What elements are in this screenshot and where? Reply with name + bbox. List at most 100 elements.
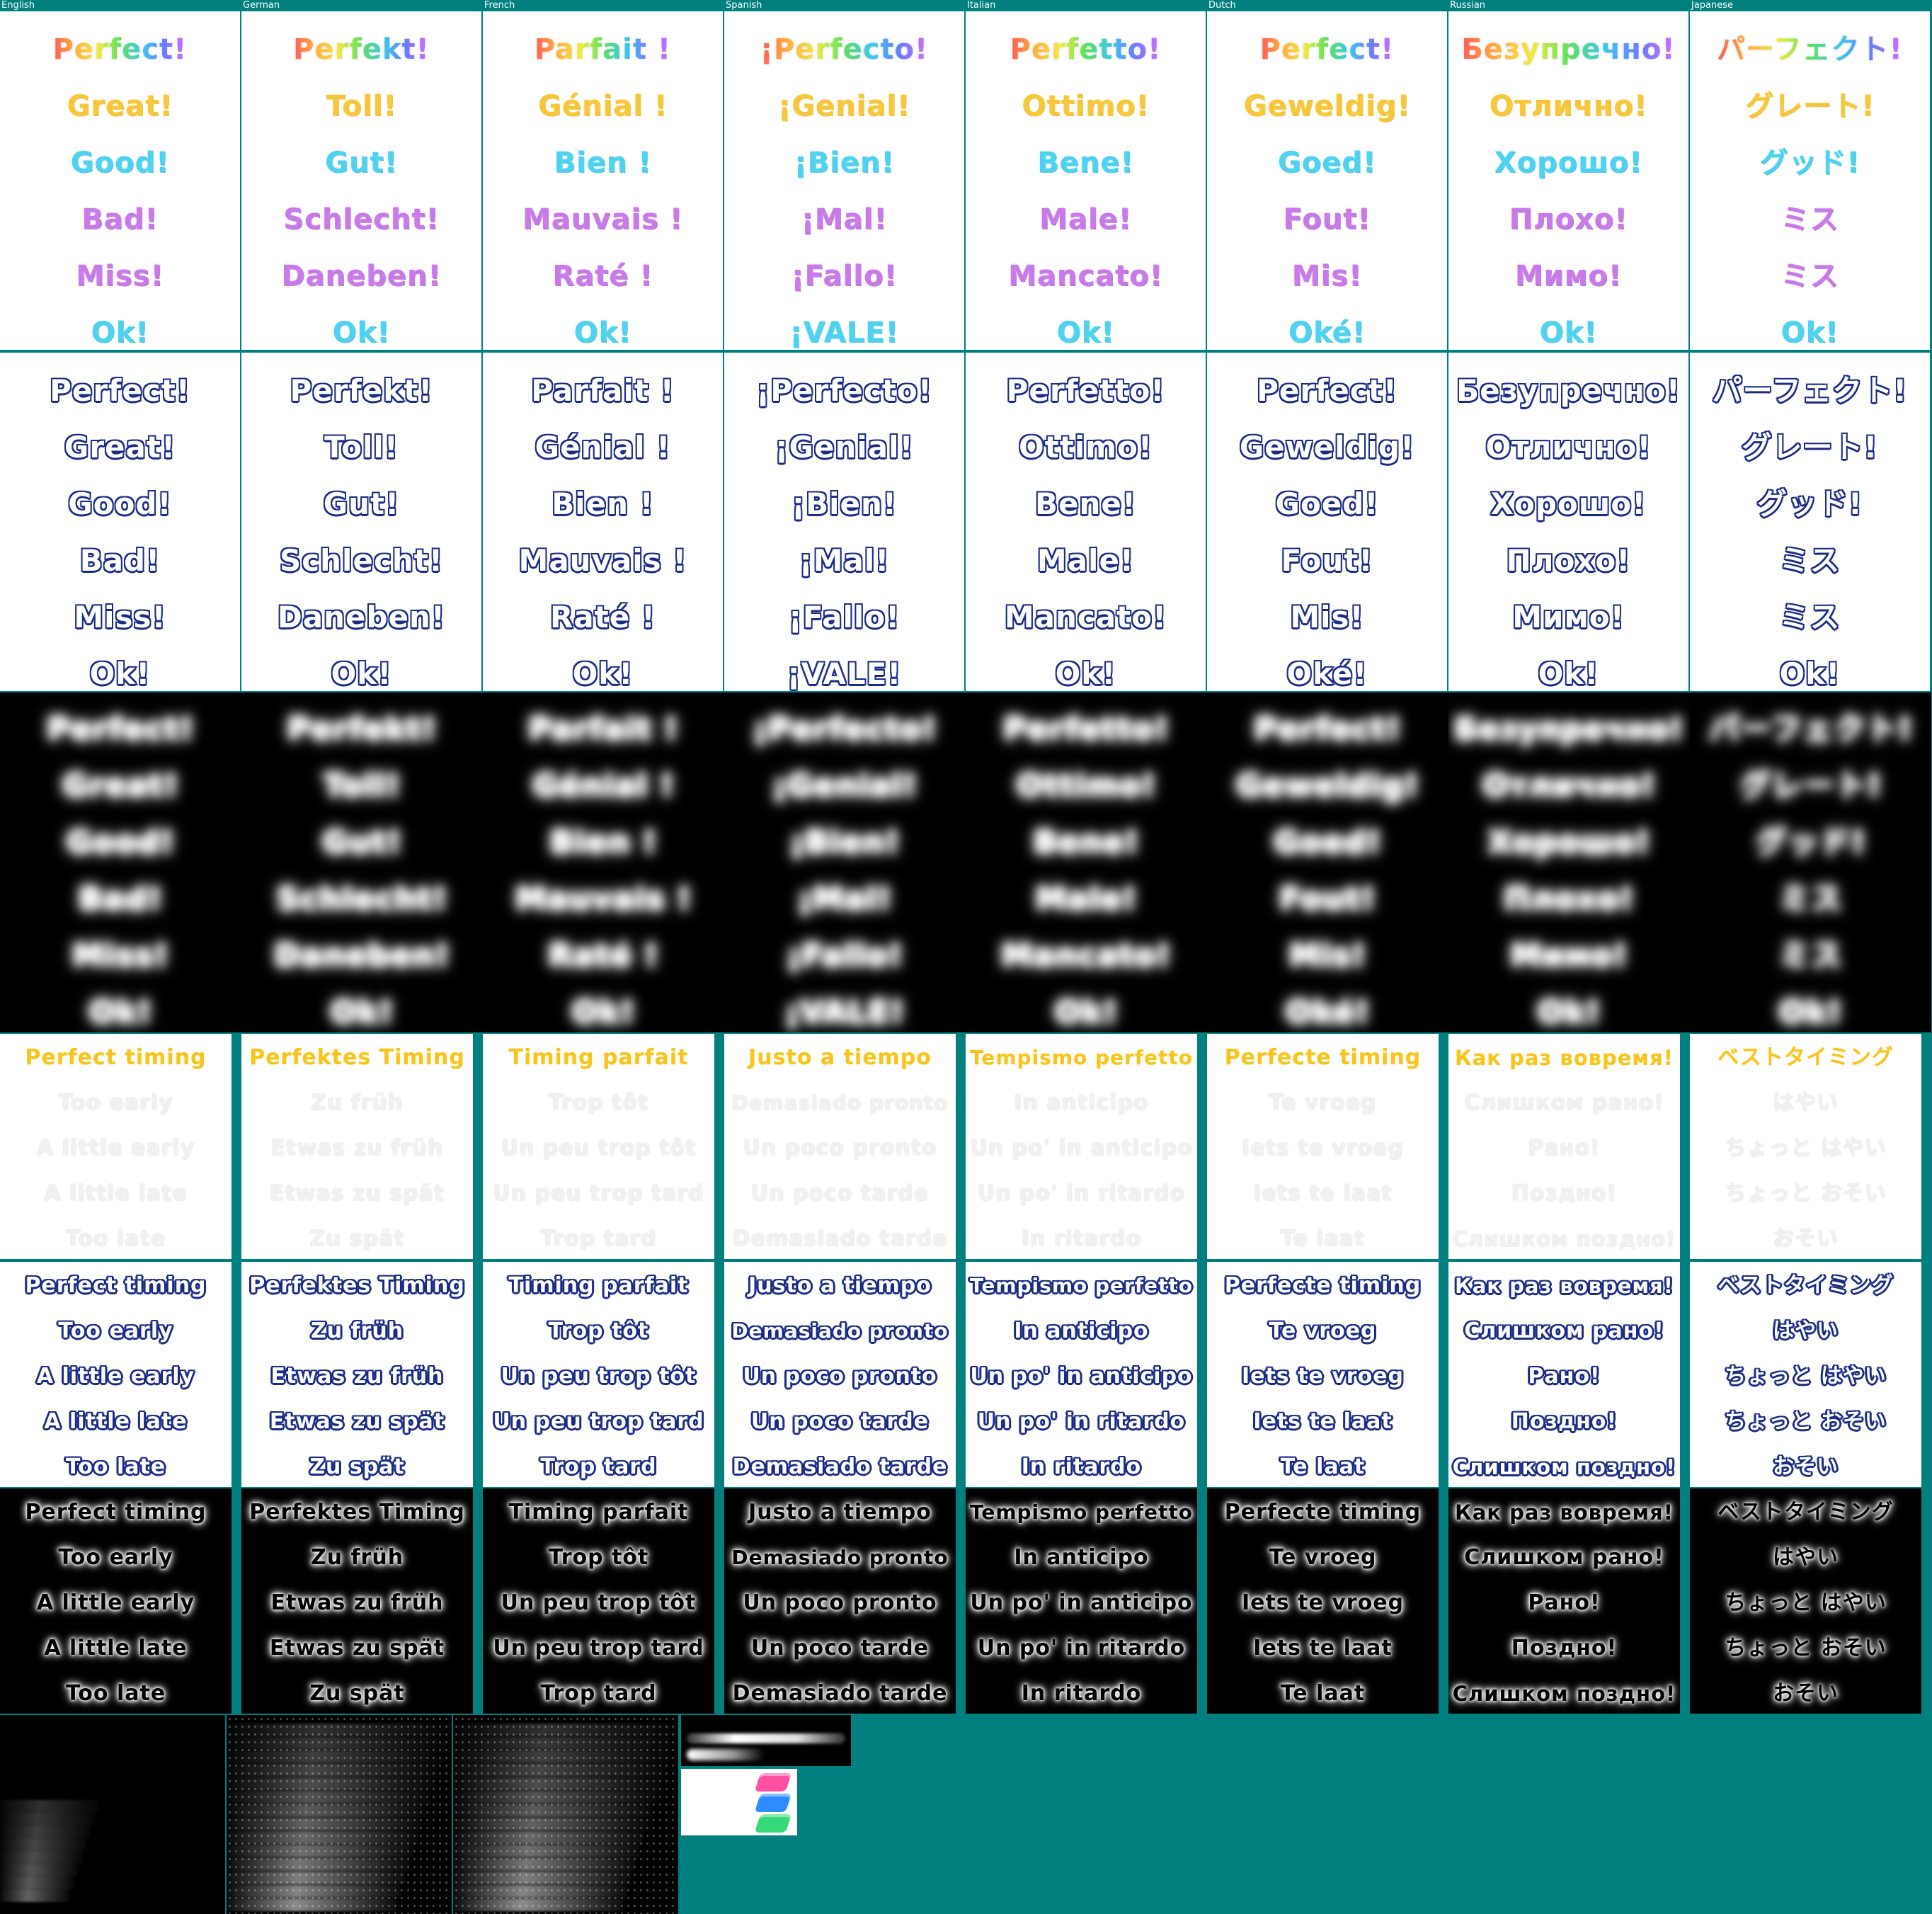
timing-word-light: Un po' in anticipo bbox=[970, 1136, 1193, 1161]
rating-word-outlined: Ottimo! bbox=[1017, 429, 1153, 466]
rating-glow-mask: ミス bbox=[1778, 881, 1843, 917]
timing-word-light: Perfect timing bbox=[25, 1045, 207, 1070]
rating-glow-mask: ¡Genial! bbox=[772, 768, 918, 804]
rating-glow-mask: Хорошо! bbox=[1487, 824, 1651, 860]
rating-glow-mask: グッド! bbox=[1755, 824, 1866, 860]
timing-word-glow: A little late bbox=[44, 1636, 188, 1660]
timing-word-glow: Iets te laat bbox=[1253, 1636, 1393, 1660]
rating-word-colored: ¡VALE! bbox=[789, 317, 899, 349]
light-streak-texture bbox=[227, 1715, 452, 1914]
rating-word-colored: Хорошо! bbox=[1494, 147, 1643, 179]
rating-glow-mask: ¡Bien! bbox=[789, 824, 901, 860]
timing-word-glow: Trop tôt bbox=[548, 1545, 649, 1570]
light-streak bbox=[227, 1737, 447, 1750]
timing-word-outlined: Etwas zu früh bbox=[270, 1364, 444, 1389]
rating-word-colored: Raté ! bbox=[552, 260, 653, 292]
timing-word-glow: はやい bbox=[1773, 1545, 1839, 1570]
rating-word-outlined: ¡Mal! bbox=[798, 542, 890, 579]
timing-word-light: Demasiado tarde bbox=[732, 1226, 948, 1251]
timing-word-light: Zu früh bbox=[310, 1090, 404, 1115]
light-streak bbox=[453, 1898, 623, 1911]
rating-word-outlined: Oké! bbox=[1286, 656, 1368, 692]
timing-word-glow: Too late bbox=[65, 1681, 166, 1706]
light-streak bbox=[453, 1804, 653, 1817]
light-streak bbox=[0, 1800, 99, 1813]
ratings-colored-panel: Perfect!Geweldig!Goed!Fout!Mis!Oké! bbox=[1207, 11, 1447, 350]
timing-word-glow: In ritardo bbox=[1021, 1681, 1142, 1706]
light-streak-texture bbox=[453, 1715, 678, 1914]
rating-glow-mask: Perfekt! bbox=[287, 711, 438, 747]
timing-word-light: Tempismo perfetto bbox=[969, 1046, 1194, 1069]
timing-word-light: Un po' in ritardo bbox=[977, 1181, 1186, 1206]
timing-word-glow: ベストタイミング bbox=[1717, 1500, 1894, 1525]
rating-word-colored: Безупречно! bbox=[1461, 21, 1675, 78]
ratings-glow-mask-panel: Perfect!Great!Good!Bad!Miss!Ok! bbox=[0, 693, 241, 1032]
rating-word-colored: Ok! bbox=[573, 317, 632, 349]
timing-word-outlined: Te laat bbox=[1280, 1454, 1366, 1479]
language-column: Spanish¡Perfecto!¡Genial!¡Bien!¡Mal!¡Fal… bbox=[724, 0, 966, 1714]
timing-word-light: Justo a tiempo bbox=[748, 1045, 932, 1070]
rating-word-outlined: Отлично! bbox=[1485, 429, 1652, 466]
rating-word-colored: ¡Bien! bbox=[794, 147, 895, 179]
rating-word-colored: Ok! bbox=[91, 317, 149, 349]
rating-word-outlined: Плохо! bbox=[1505, 542, 1631, 579]
light-streak bbox=[453, 1818, 648, 1830]
timing-word-light: Un peu trop tôt bbox=[501, 1136, 697, 1161]
timing-word-glow: Perfektes Timing bbox=[249, 1500, 465, 1525]
light-streak bbox=[453, 1791, 657, 1804]
rating-word-outlined: Raté ! bbox=[549, 599, 656, 636]
rating-glow-mask: Bien ! bbox=[549, 824, 658, 860]
timing-word-outlined: Timing parfait bbox=[508, 1273, 689, 1298]
rating-glow-mask: Ok! bbox=[1537, 994, 1601, 1030]
rating-glow-mask: ¡Perfecto! bbox=[753, 711, 937, 747]
language-label: English bbox=[1, 0, 35, 11]
rating-glow-mask: パーフェクト! bbox=[1708, 711, 1913, 747]
timing-word-light: Timing parfait bbox=[508, 1045, 689, 1070]
rating-glow-mask: Schlecht! bbox=[276, 881, 448, 917]
light-streak bbox=[453, 1724, 678, 1736]
ratings-colored-panel: Perfetto!Ottimo!Bene!Male!Mancato!Ok! bbox=[966, 11, 1206, 350]
rating-word-colored: Fout! bbox=[1283, 203, 1371, 236]
timing-word-outlined: Iets te laat bbox=[1253, 1409, 1393, 1434]
rating-word-outlined: Perfekt! bbox=[289, 372, 433, 409]
timing-word-outlined: Trop tard bbox=[540, 1454, 657, 1479]
light-streak bbox=[453, 1885, 627, 1898]
rating-word-colored: Bene! bbox=[1037, 147, 1134, 179]
timing-word-outlined: Demasiado pronto bbox=[731, 1319, 949, 1343]
ratings-outlined-panel: Perfekt!Toll!Gut!Schlecht!Daneben!Ok! bbox=[241, 353, 481, 691]
rating-word-outlined: Great! bbox=[63, 429, 176, 466]
timing-word-outlined: Justo a tiempo bbox=[748, 1273, 932, 1298]
timing-word-outlined: Un poco tarde bbox=[750, 1409, 930, 1434]
light-streak bbox=[227, 1724, 452, 1736]
rating-word-colored: Perfekt! bbox=[293, 21, 430, 78]
timing-word-light: Поздно! bbox=[1511, 1181, 1618, 1206]
rating-word-outlined: Ok! bbox=[1778, 656, 1841, 692]
timing-word-light: Te laat bbox=[1280, 1226, 1366, 1251]
glow-bar-soft bbox=[687, 1749, 765, 1760]
glow-bar-sprite bbox=[681, 1715, 851, 1766]
timing-word-glow: Iets te vroeg bbox=[1241, 1590, 1405, 1615]
light-streak bbox=[0, 1813, 95, 1825]
timing-light-panel: Как раз вовремя!Слишком рано!Рано!Поздно… bbox=[1448, 1034, 1680, 1259]
timing-glow-panel: Как раз вовремя!Слишком рано!Рано!Поздно… bbox=[1448, 1488, 1680, 1714]
ratings-colored-panel: Parfait !Génial !Bien !Mauvais !Raté !Ok… bbox=[483, 11, 723, 350]
light-streak bbox=[227, 1804, 426, 1817]
ratings-glow-mask-panel: Perfect!Geweldig!Goed!Fout!Mis!Oké! bbox=[1207, 693, 1448, 1032]
light-streak bbox=[0, 1851, 82, 1864]
light-streak bbox=[0, 1876, 74, 1889]
blank-sprite bbox=[681, 1769, 752, 1835]
rating-glow-mask: Good! bbox=[66, 824, 176, 860]
rating-glow-mask: Geweldig! bbox=[1236, 768, 1419, 804]
rating-word-outlined: Мимо! bbox=[1511, 599, 1625, 636]
language-label: German bbox=[243, 0, 280, 11]
rating-word-colored: Male! bbox=[1039, 203, 1132, 236]
timing-word-outlined: ベストタイミング bbox=[1717, 1273, 1894, 1298]
language-label: Spanish bbox=[726, 0, 762, 11]
rating-word-outlined: ミス bbox=[1778, 599, 1841, 636]
timing-word-light: A little late bbox=[44, 1181, 188, 1206]
